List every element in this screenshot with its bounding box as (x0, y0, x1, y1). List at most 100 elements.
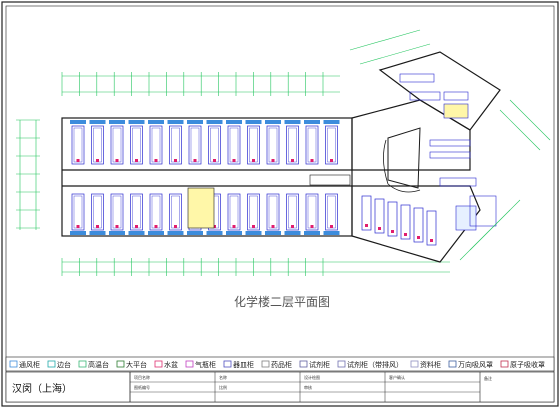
legend-swatch (78, 360, 87, 368)
lab-bench (130, 193, 143, 231)
legend-label: 万向吸风罩 (458, 360, 493, 369)
lab-bench (169, 193, 182, 231)
legend-item: 大平台 (116, 360, 147, 369)
legend-item: 药品柜 (261, 360, 292, 369)
fume-hood (167, 120, 184, 124)
legend-item: 边台 (47, 360, 71, 369)
lab-bench (266, 125, 280, 165)
fume-hood (187, 231, 203, 235)
fume-hood (89, 120, 106, 124)
legend-swatch (154, 360, 163, 368)
legend-label: 药品柜 (271, 360, 292, 369)
lab-bench (149, 125, 163, 165)
title-block-label: 项目名称 (134, 374, 150, 380)
fume-hood (89, 231, 106, 235)
fume-hood (109, 120, 125, 124)
lab-bench (71, 125, 85, 165)
title-block-label: 图纸编号 (134, 384, 150, 390)
fume-hood (323, 231, 340, 235)
fume-hood (226, 231, 242, 235)
title-block-label: 审核 (304, 384, 312, 390)
lab-bench (305, 193, 319, 231)
lab-bench (91, 193, 104, 231)
lab-bench (227, 193, 241, 231)
lab-bench (110, 125, 124, 165)
fume-hood (284, 231, 301, 235)
lab-bench (110, 193, 124, 231)
east-dimensions (459, 99, 551, 261)
lab-bench (169, 125, 182, 165)
remarks-label: 备注 (484, 375, 492, 381)
lab-bench (91, 125, 104, 165)
legend-item: 高温台 (78, 360, 109, 369)
title-block-label: 客户确认 (389, 374, 405, 380)
legend-label: 器皿柜 (233, 360, 254, 369)
lab-bench (361, 195, 372, 231)
legend-swatch (299, 360, 308, 368)
corridor-door (309, 174, 351, 186)
legend-label: 大平台 (126, 360, 147, 369)
stair-core (187, 187, 215, 229)
legend-label: 资料柜 (420, 360, 441, 369)
legend-label: 高温台 (88, 360, 109, 369)
fume-hood (304, 120, 320, 124)
legend-item: 气瓶柜 (185, 360, 216, 369)
lab-bench (149, 193, 163, 231)
fume-hood (206, 120, 223, 124)
drawing-title: 化学楼二层平面图 (234, 294, 330, 309)
legend-item: 原子吸收罩 (500, 360, 545, 369)
lab-benches-east (361, 195, 437, 246)
legend-item: 通风柜 (9, 360, 40, 369)
fume-hood (187, 120, 203, 124)
legend-swatch (500, 360, 509, 368)
lab-bench (266, 193, 280, 231)
north-annex (399, 73, 471, 159)
building-walls (61, 51, 501, 263)
atrium-curve (383, 139, 421, 193)
fume-hood (148, 120, 164, 124)
lab-bench (400, 204, 411, 240)
legend: 通风柜边台高温台大平台水盆气瓶柜器皿柜药品柜试剂柜试剂柜（带排风）资料柜万向吸风… (5, 356, 555, 372)
lab-bench (247, 125, 260, 165)
lab-bench (325, 193, 338, 231)
legend-swatch (47, 360, 56, 368)
legend-swatch (185, 360, 194, 368)
legend-label: 试剂柜 (309, 360, 330, 369)
legend-swatch (9, 360, 18, 368)
fume-hood (284, 120, 301, 124)
inner-border (5, 5, 555, 403)
fume-hood (304, 231, 320, 235)
lab-bench (208, 125, 221, 165)
fume-hood (167, 231, 184, 235)
lab-bench (188, 125, 202, 165)
lab-benches-north (71, 125, 338, 165)
east-wing-furniture (439, 177, 497, 231)
fume-hood (265, 120, 281, 124)
lab-bench (413, 207, 424, 243)
fume-hood (70, 120, 86, 124)
legend-label: 原子吸收罩 (510, 360, 545, 369)
legend-label: 试剂柜（带排风） (347, 360, 403, 369)
lab-bench (227, 125, 241, 165)
lab-bench (374, 198, 385, 234)
floor-plan (16, 29, 551, 276)
lab-bench (247, 193, 260, 231)
legend-item: 资料柜 (410, 360, 441, 369)
legend-label: 边台 (57, 360, 71, 369)
fume-hood (109, 231, 125, 235)
fume-hood (265, 231, 281, 235)
lab-bench (325, 125, 338, 165)
dimension-lines (19, 29, 450, 273)
lab-bench (387, 201, 398, 237)
fume-hood (70, 231, 86, 235)
lab-bench (71, 193, 85, 231)
fume-hood (245, 231, 262, 235)
lab-bench (286, 193, 299, 231)
dimension-ticks (16, 72, 324, 276)
legend-swatch (261, 360, 270, 368)
atrium-void (387, 127, 421, 189)
legend-swatch (116, 360, 125, 368)
